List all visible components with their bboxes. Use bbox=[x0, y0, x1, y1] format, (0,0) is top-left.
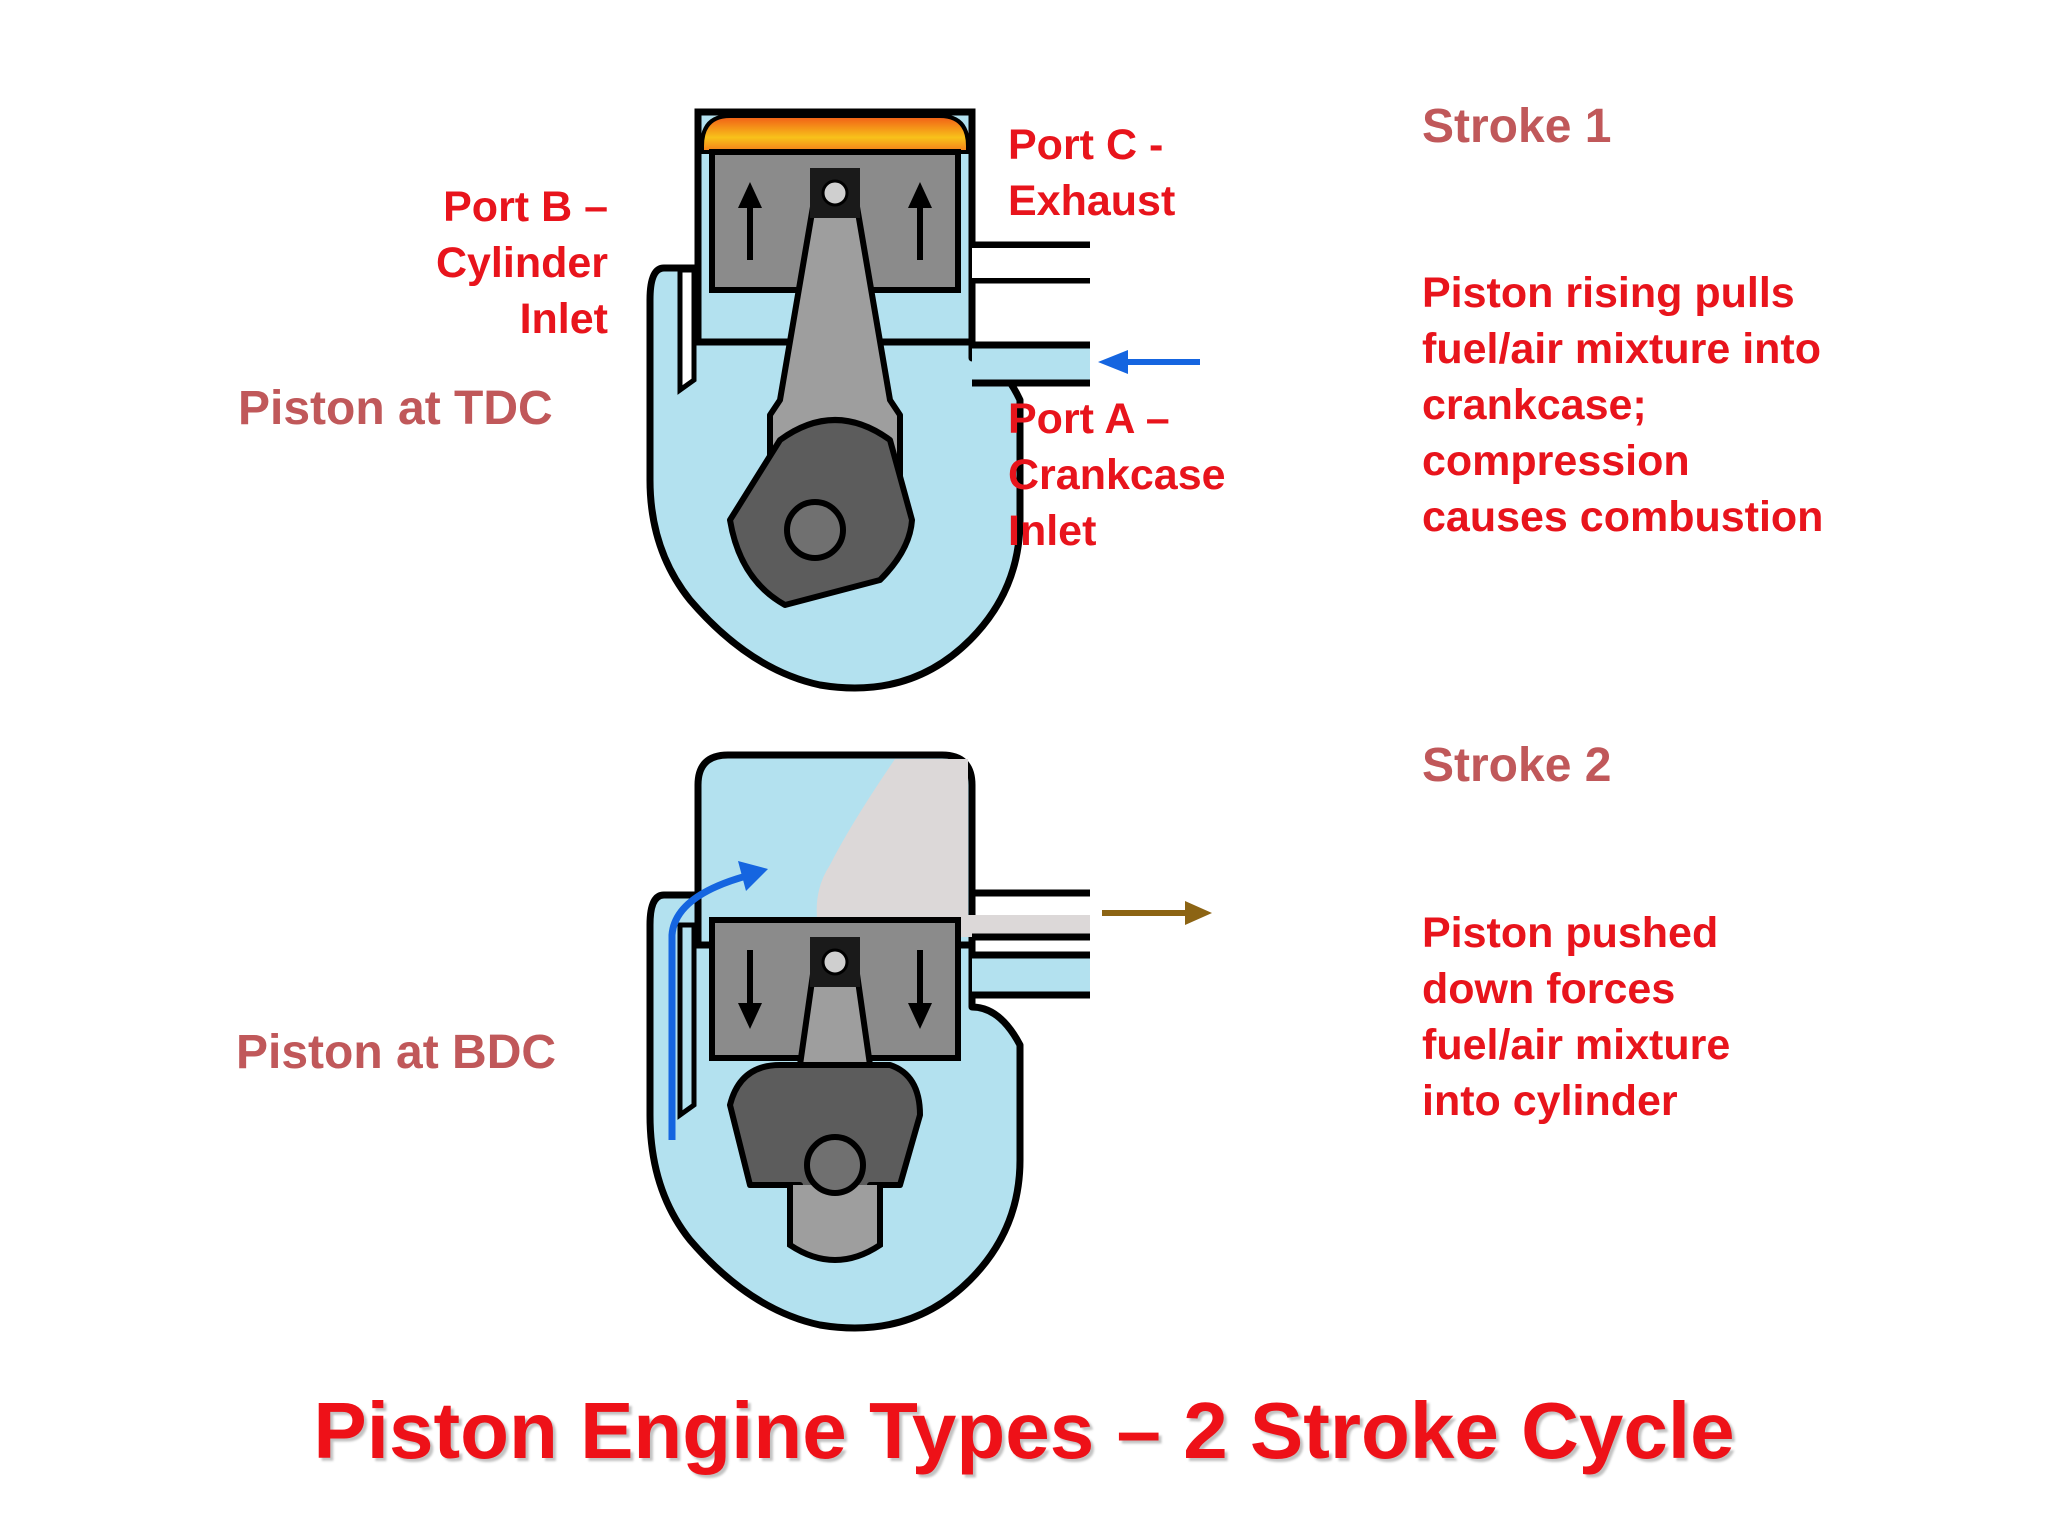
stroke-2-heading: Stroke 2 bbox=[1422, 739, 1612, 792]
crankshaft bbox=[804, 1134, 866, 1196]
engine-diagram-bdc bbox=[646, 751, 1212, 1332]
crankshaft bbox=[784, 499, 846, 561]
transfer-flow-arrow bbox=[668, 861, 768, 1140]
combustion-flame bbox=[700, 114, 970, 154]
transfer-channel-wall bbox=[677, 267, 697, 395]
port-b-label: Port B – Cylinder Inlet bbox=[435, 183, 608, 343]
wrist-pin bbox=[821, 948, 849, 976]
piston-down-arrow-left bbox=[738, 950, 762, 1029]
port-c-label: Port C - Exhaust bbox=[1008, 121, 1176, 225]
stroke-1-description: Piston rising pulls fuel/air mixture int… bbox=[1422, 269, 1824, 541]
page-title: Piston Engine Types – 2 Stroke Cycle bbox=[313, 1386, 1735, 1475]
exhaust-port bbox=[972, 241, 1090, 284]
piston-up-arrow-right bbox=[908, 182, 932, 260]
piston-down-arrow-right bbox=[908, 950, 932, 1029]
stroke-2-description: Piston pushed down forces fuel/air mixtu… bbox=[1422, 909, 1731, 1125]
exhaust-flow-arrow bbox=[1102, 901, 1212, 925]
position-label-bdc: Piston at BDC bbox=[236, 1026, 557, 1079]
exhaust-gas bbox=[816, 759, 1090, 937]
exhaust-port bbox=[972, 889, 1090, 941]
piston-up-arrow-left bbox=[738, 182, 762, 260]
port-a-label: Port A – Crankcase Inlet bbox=[1008, 395, 1226, 555]
stroke-1-heading: Stroke 1 bbox=[1422, 100, 1612, 153]
transfer-channel-wall bbox=[677, 922, 697, 1120]
crankcase-inlet-port bbox=[972, 955, 1090, 995]
intake-flow-arrow bbox=[1098, 350, 1200, 374]
engine-diagram-tdc bbox=[646, 108, 1200, 692]
wrist-pin bbox=[821, 179, 849, 207]
crankcase-inlet-port bbox=[972, 345, 1090, 383]
position-label-tdc: Piston at TDC bbox=[238, 382, 553, 435]
